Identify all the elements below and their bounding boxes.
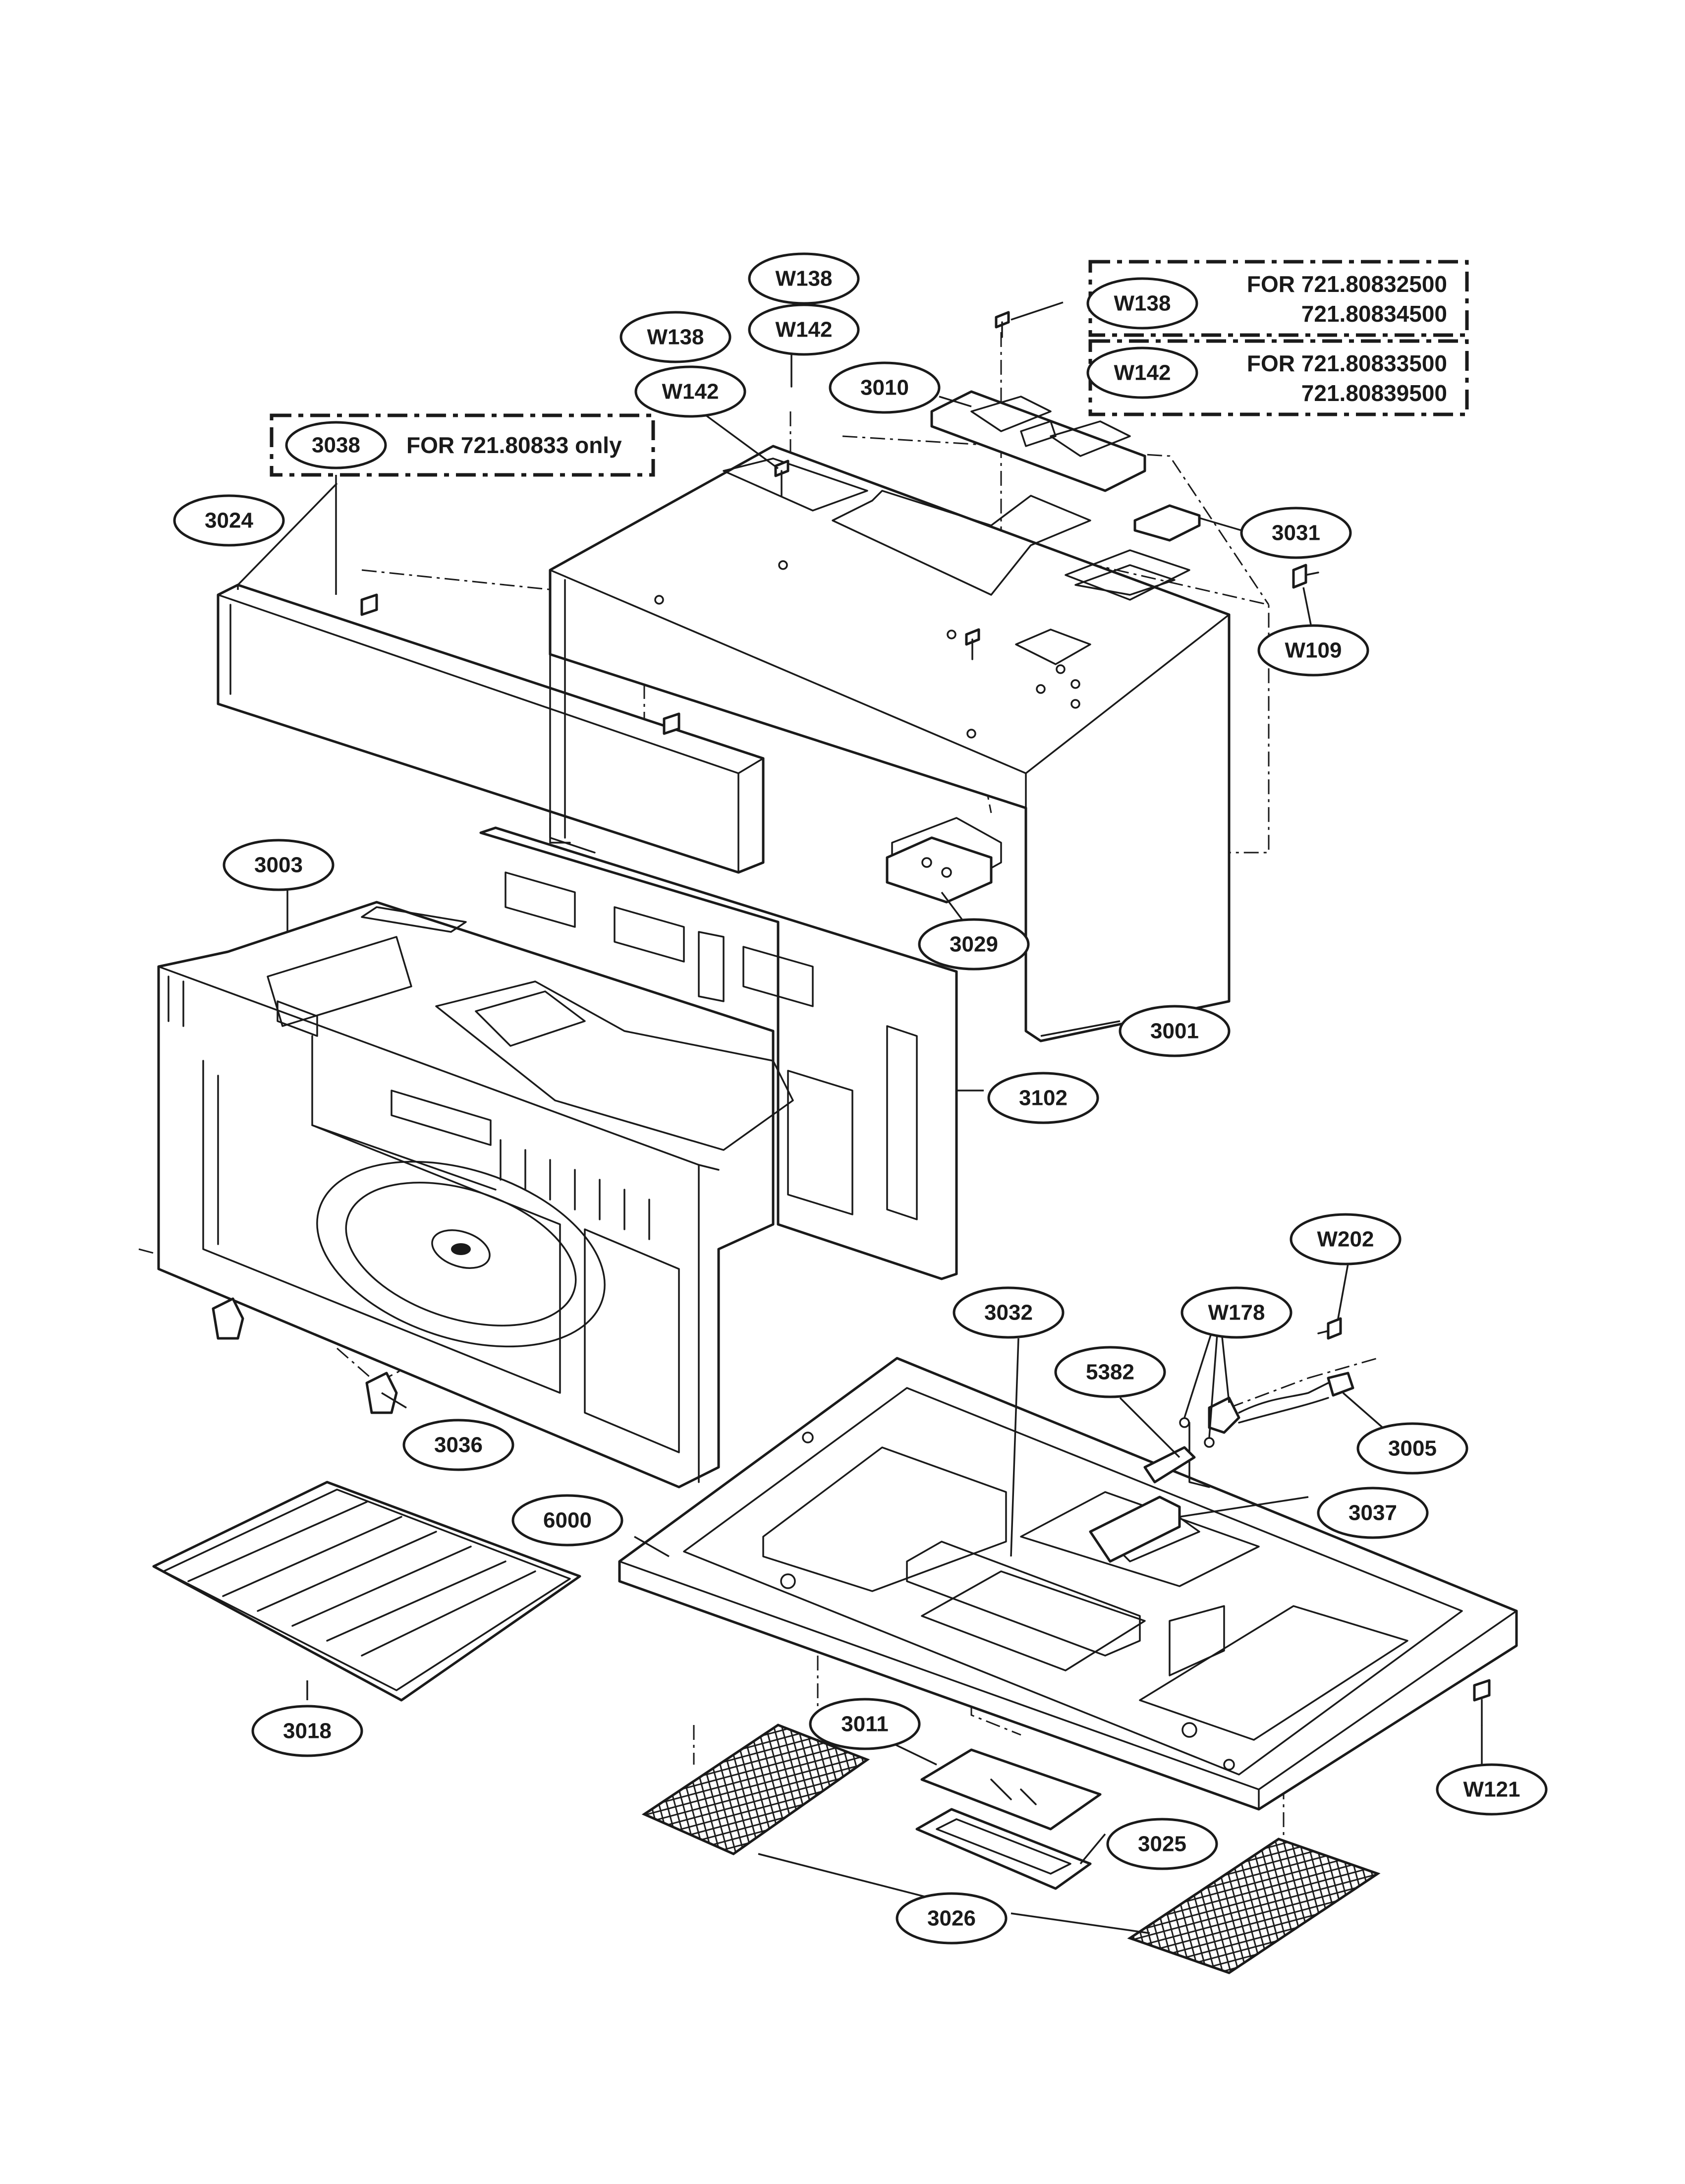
clip-3031 [1133, 504, 1201, 542]
svg-text:3011: 3011 [841, 1712, 888, 1736]
callout-w142-left: W142 [634, 365, 746, 418]
svg-text:3037: 3037 [1348, 1501, 1397, 1525]
callout-w138-top: W138 [748, 252, 860, 305]
screws [774, 311, 1491, 1726]
note-w138-line1: FOR 721.80832500 [1247, 271, 1447, 297]
vent-slots [500, 1139, 650, 1240]
note-w142-line2: 721.80839500 [1301, 380, 1447, 406]
svg-text:6000: 6000 [543, 1508, 592, 1533]
callout-3011: 3011 [809, 1698, 921, 1750]
callout-3037: 3037 [1317, 1487, 1429, 1539]
callout-w142-top: W142 [748, 303, 860, 356]
screw-w142-left [774, 460, 789, 497]
svg-text:W109: W109 [1285, 638, 1342, 663]
screw-w121 [1473, 1679, 1491, 1726]
svg-text:3010: 3010 [860, 376, 909, 400]
svg-text:5382: 5382 [1086, 1360, 1134, 1384]
callout-w121: W121 [1436, 1763, 1548, 1816]
callout-3018: 3018 [251, 1705, 363, 1757]
screw-w138-top [995, 311, 1010, 338]
rack-3018 [152, 1481, 581, 1702]
callout-3024: 3024 [173, 494, 285, 547]
filters-3026 [641, 1724, 1381, 1974]
callout-3031: 3031 [1240, 507, 1352, 559]
svg-text:W202: W202 [1317, 1227, 1374, 1252]
leader-lines [237, 301, 1483, 1934]
svg-text:3026: 3026 [927, 1906, 976, 1931]
callout-5382: 5382 [1054, 1346, 1166, 1398]
note-w142: W142 FOR 721.80833500 721.80839500 [1086, 339, 1469, 416]
callout-w138-left: W138 [619, 311, 731, 363]
callout-3025: 3025 [1106, 1818, 1218, 1870]
oven-cavity-3003 [157, 901, 794, 1489]
svg-text:3018: 3018 [283, 1719, 332, 1743]
wiring-parts [1089, 1372, 1354, 1563]
note-3038: 3038 FOR 721.80833 only [270, 413, 655, 477]
callout-3032: 3032 [953, 1286, 1065, 1339]
bracket-3029 [886, 836, 993, 904]
svg-text:W138: W138 [647, 325, 704, 349]
svg-text:W142: W142 [662, 380, 719, 404]
svg-text:W121: W121 [1463, 1778, 1520, 1802]
svg-text:3003: 3003 [254, 853, 303, 877]
callout-3029: 3029 [918, 918, 1030, 971]
lens-frame-3025 [915, 1808, 1092, 1890]
note-w138-line2: 721.80834500 [1301, 301, 1447, 327]
callout-w109: W109 [1257, 624, 1369, 677]
svg-text:3036: 3036 [434, 1433, 483, 1457]
note-w138: W138 FOR 721.80832500 721.80834500 [1086, 260, 1469, 337]
base-plate-6000 [618, 1357, 1518, 1811]
svg-text:3032: 3032 [984, 1301, 1033, 1325]
rear-panel-3102 [479, 826, 958, 1280]
callout-w202: W202 [1290, 1213, 1402, 1265]
screw-center [965, 628, 980, 660]
plate-3010 [930, 390, 1146, 492]
note-3038-callout: 3038 [312, 433, 360, 458]
svg-text:3024: 3024 [205, 509, 253, 533]
svg-text:W178: W178 [1208, 1301, 1265, 1325]
callout-3010: 3010 [829, 361, 941, 414]
screw-w109 [1292, 564, 1319, 589]
svg-text:3005: 3005 [1388, 1437, 1437, 1461]
callout-3102: 3102 [987, 1072, 1099, 1124]
svg-text:W138: W138 [776, 267, 833, 291]
note-w138-callout: W138 [1114, 291, 1171, 316]
screw-w202 [1317, 1317, 1342, 1340]
svg-text:3102: 3102 [1019, 1086, 1067, 1110]
svg-text:3001: 3001 [1150, 1019, 1199, 1043]
note-w142-line1: FOR 721.80833500 [1247, 350, 1447, 376]
lens-3011 [920, 1748, 1102, 1831]
callout-6000: 6000 [511, 1494, 623, 1547]
callouts: W138 W142 W138 W142 3010 3031 W109 3024 [173, 252, 1548, 1945]
callout-3001: 3001 [1119, 1005, 1231, 1057]
note-w142-callout: W142 [1114, 361, 1171, 385]
callout-3003: 3003 [223, 839, 335, 891]
callout-3026: 3026 [896, 1892, 1008, 1945]
svg-text:3025: 3025 [1138, 1832, 1186, 1856]
svg-text:W142: W142 [776, 318, 833, 342]
svg-text:3031: 3031 [1272, 521, 1320, 545]
callout-3005: 3005 [1356, 1422, 1468, 1475]
callout-3036: 3036 [402, 1419, 514, 1471]
outer-cabinet-3001 [549, 445, 1231, 1042]
svg-text:3029: 3029 [950, 932, 998, 957]
note-3038-text: FOR 721.80833 only [406, 432, 622, 458]
callout-w178: W178 [1180, 1286, 1292, 1339]
